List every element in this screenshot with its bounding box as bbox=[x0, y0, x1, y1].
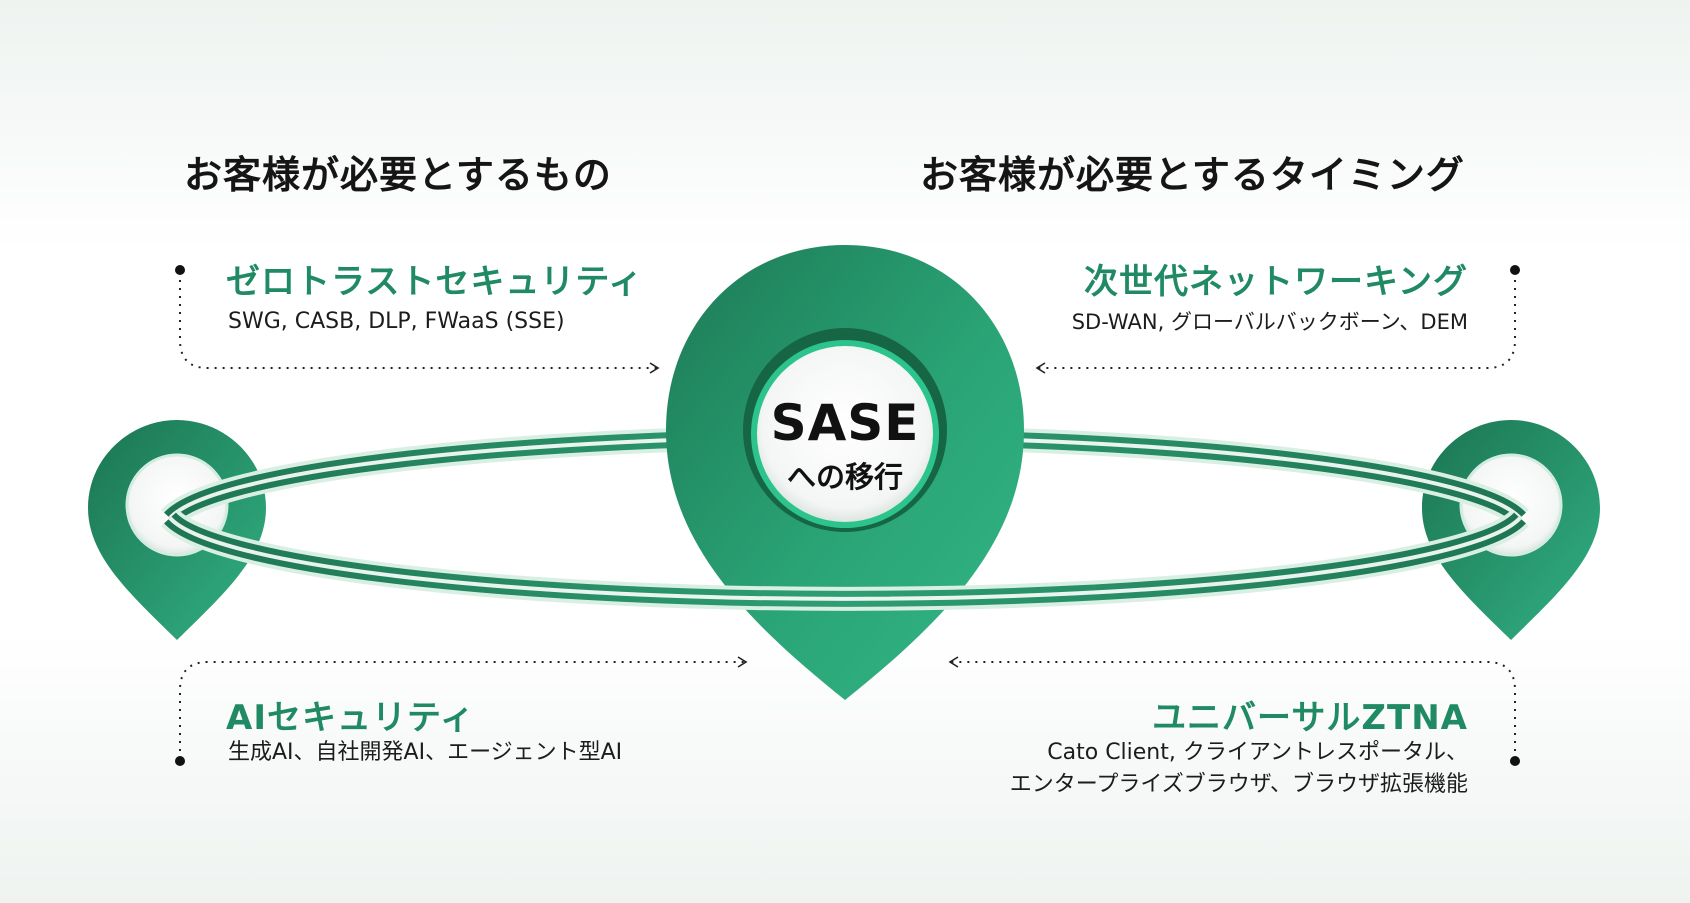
connector-dot bbox=[175, 756, 185, 766]
heading-when-customers-need: お客様が必要とするタイミング bbox=[920, 153, 1465, 197]
orbit-ring-icon bbox=[161, 509, 1529, 611]
connector-top-right bbox=[1035, 265, 1520, 374]
universal-ztna-subtitle-line2: エンタープライズブラウザ、ブラウザ拡張機能 bbox=[1009, 772, 1468, 797]
connector-top-left bbox=[175, 265, 660, 374]
universal-ztna-title: ユニバーサルZTNA bbox=[1152, 698, 1468, 738]
zero-trust-subtitle: SWG, CASB, DLP, FWaaS (SSE) bbox=[228, 309, 565, 334]
ai-security-subtitle: 生成AI、自社開発AI、エージェント型AI bbox=[228, 740, 623, 765]
connector-dot bbox=[175, 265, 185, 275]
zero-trust-title: ゼロトラストセキュリティ bbox=[226, 262, 644, 302]
connector-dot bbox=[1510, 265, 1520, 275]
dotted-arrow-icon bbox=[1035, 280, 1516, 374]
connector-dot bbox=[1510, 756, 1520, 766]
universal-ztna-subtitle: Cato Client, クライアントレスポータル、 エンタープライズブラウザ、… bbox=[1010, 737, 1468, 801]
ai-security-title: AIセキュリティ bbox=[226, 698, 475, 738]
center-subtitle: への移行 bbox=[786, 460, 903, 494]
next-gen-networking-title: 次世代ネットワーキング bbox=[1084, 262, 1468, 302]
connector-bottom-right bbox=[948, 656, 1520, 766]
dotted-arrow-icon bbox=[179, 280, 660, 374]
center-title: SASE bbox=[770, 394, 920, 452]
heading-what-customers-need: お客様が必要とするもの bbox=[184, 153, 612, 197]
next-gen-networking-subtitle: SD-WAN, グローバルバックボーン、DEM bbox=[1071, 310, 1468, 334]
universal-ztna-subtitle-line1: Cato Client, クライアントレスポータル、 bbox=[1047, 740, 1468, 765]
connector-bottom-left bbox=[175, 656, 748, 766]
